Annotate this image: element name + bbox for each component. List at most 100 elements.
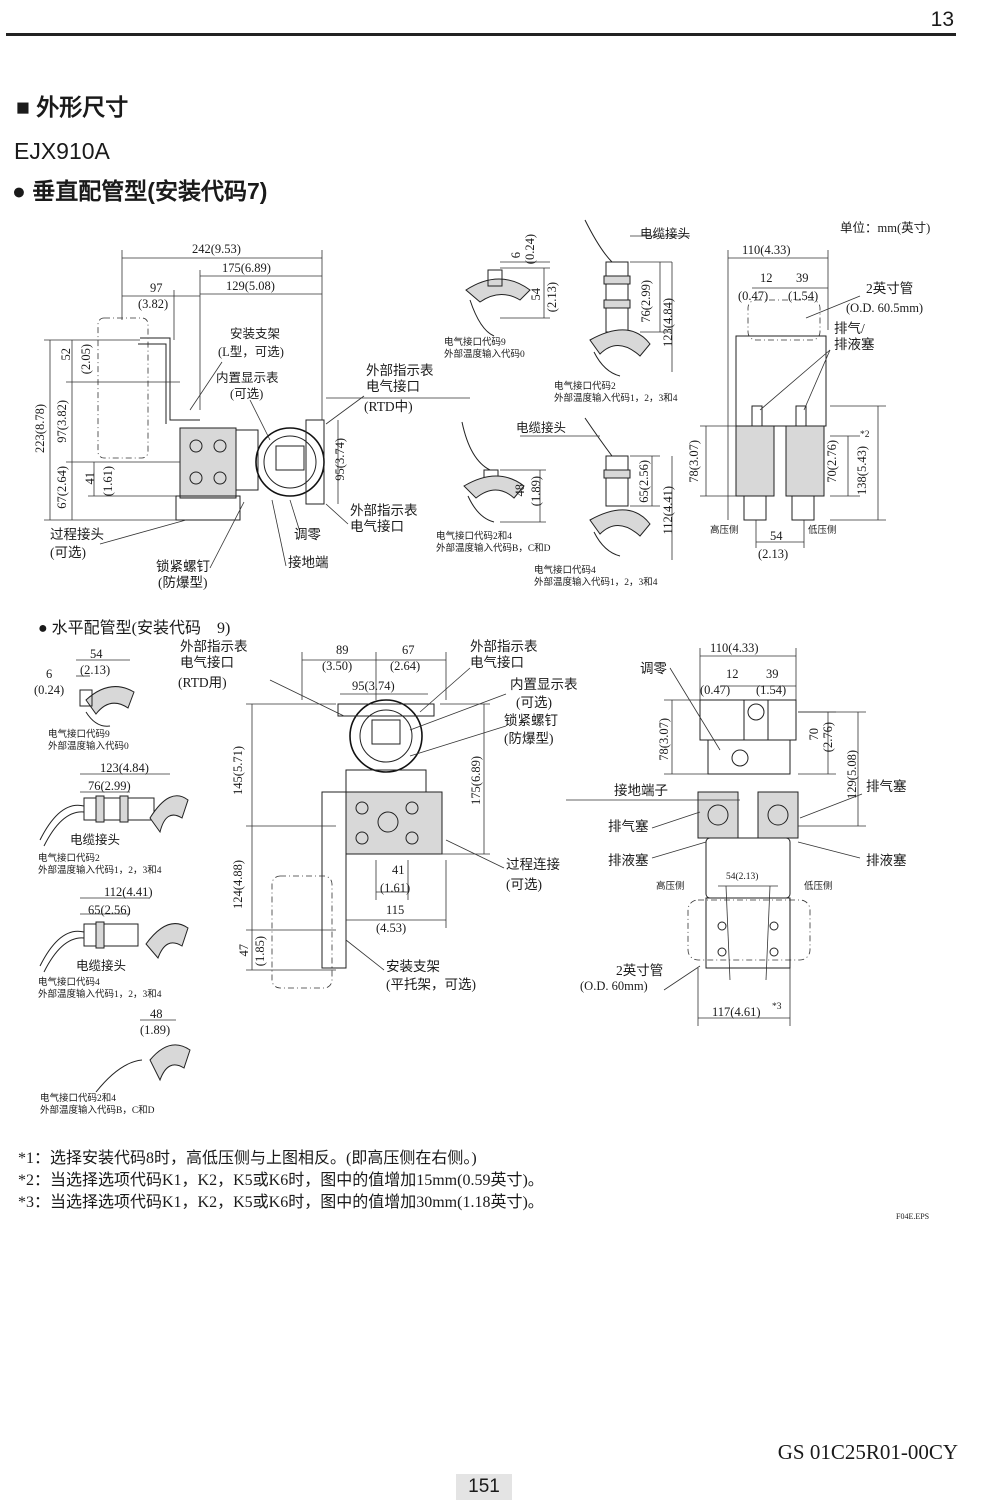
callout-process-conn: 过程连接: [506, 857, 560, 872]
callout-process-opt: (可选): [50, 545, 86, 560]
callout-ext-indicator-2: 外部指示表: [350, 503, 418, 518]
high-side-label: 高压侧: [656, 882, 685, 892]
callout-ground: 接地端子: [614, 783, 668, 798]
callout-process-opt: (可选): [506, 877, 542, 892]
dim-label: 112(4.41): [661, 486, 675, 535]
dim-label: (2.05): [79, 344, 93, 375]
low-side-label: 低压侧: [804, 882, 833, 892]
dim-label: 54(2.13): [726, 872, 759, 882]
code-label: 电气接口代码2: [554, 382, 616, 392]
dim-label: 70(2.76): [825, 440, 839, 483]
callout-elec-conn: 电气接口: [366, 379, 420, 394]
code-label: 电气接口代码2: [38, 854, 100, 864]
dim-label: (0.47): [700, 683, 731, 697]
dim-label: 48: [150, 1007, 163, 1021]
callout-drain-right: 排液塞: [866, 853, 907, 868]
callout-ground: 接地端: [288, 555, 329, 570]
dim-label: 76(2.99): [88, 779, 131, 793]
dim-label: (0.47): [738, 289, 769, 303]
callout-vent-left: 排气塞: [608, 819, 649, 834]
dim-label: (4.53): [376, 921, 407, 935]
callout-elec-conn-2: 电气接口: [470, 655, 524, 670]
callout-ext-indicator-2: 外部指示表: [470, 639, 538, 654]
code-label: 电气接口代码4: [534, 566, 596, 576]
dim-label: (3.50): [322, 659, 353, 673]
model-name: EJX910A: [14, 138, 110, 164]
code-sub-label: 外部温度输入代码1，2，3和4: [38, 866, 162, 876]
dim-label: (2.64): [390, 659, 421, 673]
dim-label: 39: [796, 271, 809, 285]
note-marker: *3: [772, 1002, 782, 1012]
dim-label: 110(4.33): [710, 641, 759, 655]
callout-drain: 排液塞: [834, 337, 875, 352]
dim-label: 54: [90, 647, 103, 661]
dim-label: 65(2.56): [88, 903, 131, 917]
horizontal-piping-title: ● 水平配管型(安装代码 9): [38, 620, 231, 637]
dim-label: 76(2.99): [639, 280, 653, 323]
callout-indicator: 内置显示表: [216, 371, 279, 385]
dim-label: (1.54): [756, 683, 787, 697]
note-3: *3：当选择选项代码K1，K2，K5或K6时，图中的值增加30mm(1.18英寸…: [18, 1194, 544, 1211]
callout-cable: 电缆接头: [70, 833, 121, 847]
file-reference: F04E.EPS: [896, 1212, 930, 1221]
high-side-label: 高压侧: [710, 526, 739, 536]
dim-label: (1.61): [380, 881, 411, 895]
dim-label: (1.61): [101, 466, 115, 497]
dim-label: 39: [766, 667, 779, 681]
code-label: 电气接口代码4: [38, 978, 100, 988]
callout-lock-type: (防爆型): [158, 575, 208, 590]
dim-label: 70: [807, 728, 821, 741]
callout-elec-conn-2: 电气接口: [350, 519, 404, 534]
code-label: 电气接口代码9: [444, 338, 506, 348]
dim-label: 78(3.07): [657, 718, 671, 761]
dim-label: 95(3.74): [333, 438, 347, 481]
dim-label: 41: [83, 472, 97, 485]
dim-label: 54: [529, 288, 543, 301]
code-sub-label: 外部温度输入代码1，2，3和4: [554, 394, 678, 404]
vertical-side-view: [700, 250, 886, 548]
dim-label: 67: [402, 643, 415, 657]
callout-rtd: (RTD用): [178, 675, 227, 690]
code-sub-label: 外部温度输入代码0: [48, 742, 129, 752]
note-1: *1：选择安装代码8时，高低压侧与上图相反。(即高压侧在右侧。): [18, 1150, 477, 1167]
callout-rtd: (RTD中): [364, 399, 413, 414]
callout-indicator-opt: (可选): [516, 695, 552, 710]
callout-bracket-type: (L型，可选): [218, 345, 284, 359]
callout-drain-left: 排液塞: [608, 853, 649, 868]
code-sub-label: 外部温度输入代码1，2，3和4: [534, 578, 658, 588]
dim-label: 123(4.84): [661, 298, 675, 347]
dim-label: (1.89): [140, 1023, 171, 1037]
dim-label: 52: [59, 348, 73, 361]
code-sub-label: 外部温度输入代码B，C和D: [40, 1106, 155, 1116]
dim-label: 112(4.41): [104, 885, 153, 899]
horizontal-front-view: [246, 652, 507, 989]
callout-lock-screw: 锁紧螺钉: [504, 713, 558, 728]
dim-label: (2.13): [545, 282, 559, 313]
dim-label: 129(5.08): [226, 279, 275, 293]
code-label: 电气接口代码2和4: [436, 532, 513, 542]
dim-label: 129(5.08): [845, 750, 859, 799]
code-sub-label: 外部温度输入代码1，2，3和4: [38, 990, 162, 1000]
dim-label: 95(3.74): [352, 679, 395, 693]
note-2: *2：当选择选项代码K1，K2，K5或K6时，图中的值增加15mm(0.59英寸…: [18, 1172, 544, 1189]
callout-ext-indicator: 外部指示表: [180, 639, 248, 654]
callout-lock-screw: 锁紧螺钉: [156, 559, 210, 574]
callout-pipe-od: (O.D. 60mm): [580, 979, 648, 993]
dim-label: 97: [150, 281, 163, 295]
dim-label: 124(4.88): [231, 860, 245, 909]
units-label: 单位：mm(英寸): [840, 221, 931, 235]
dim-label: (0.24): [34, 683, 65, 697]
dim-label: 175(6.89): [469, 756, 483, 805]
callout-zero: 调零: [294, 527, 321, 542]
dim-label: 6: [509, 252, 523, 259]
callout-elec-conn: 电气接口: [180, 655, 234, 670]
dim-label: 145(5.71): [231, 746, 245, 795]
callout-cable: 电缆接头: [640, 227, 691, 241]
callout-bracket: 安装支架: [386, 959, 440, 974]
callout-zero: 调零: [640, 661, 667, 676]
code-sub-label: 外部温度输入代码0: [444, 350, 525, 360]
callout-vent-right: 排气塞: [866, 779, 907, 794]
dim-label: 47: [237, 944, 251, 957]
callout-pipe: 2英寸管: [866, 281, 914, 296]
